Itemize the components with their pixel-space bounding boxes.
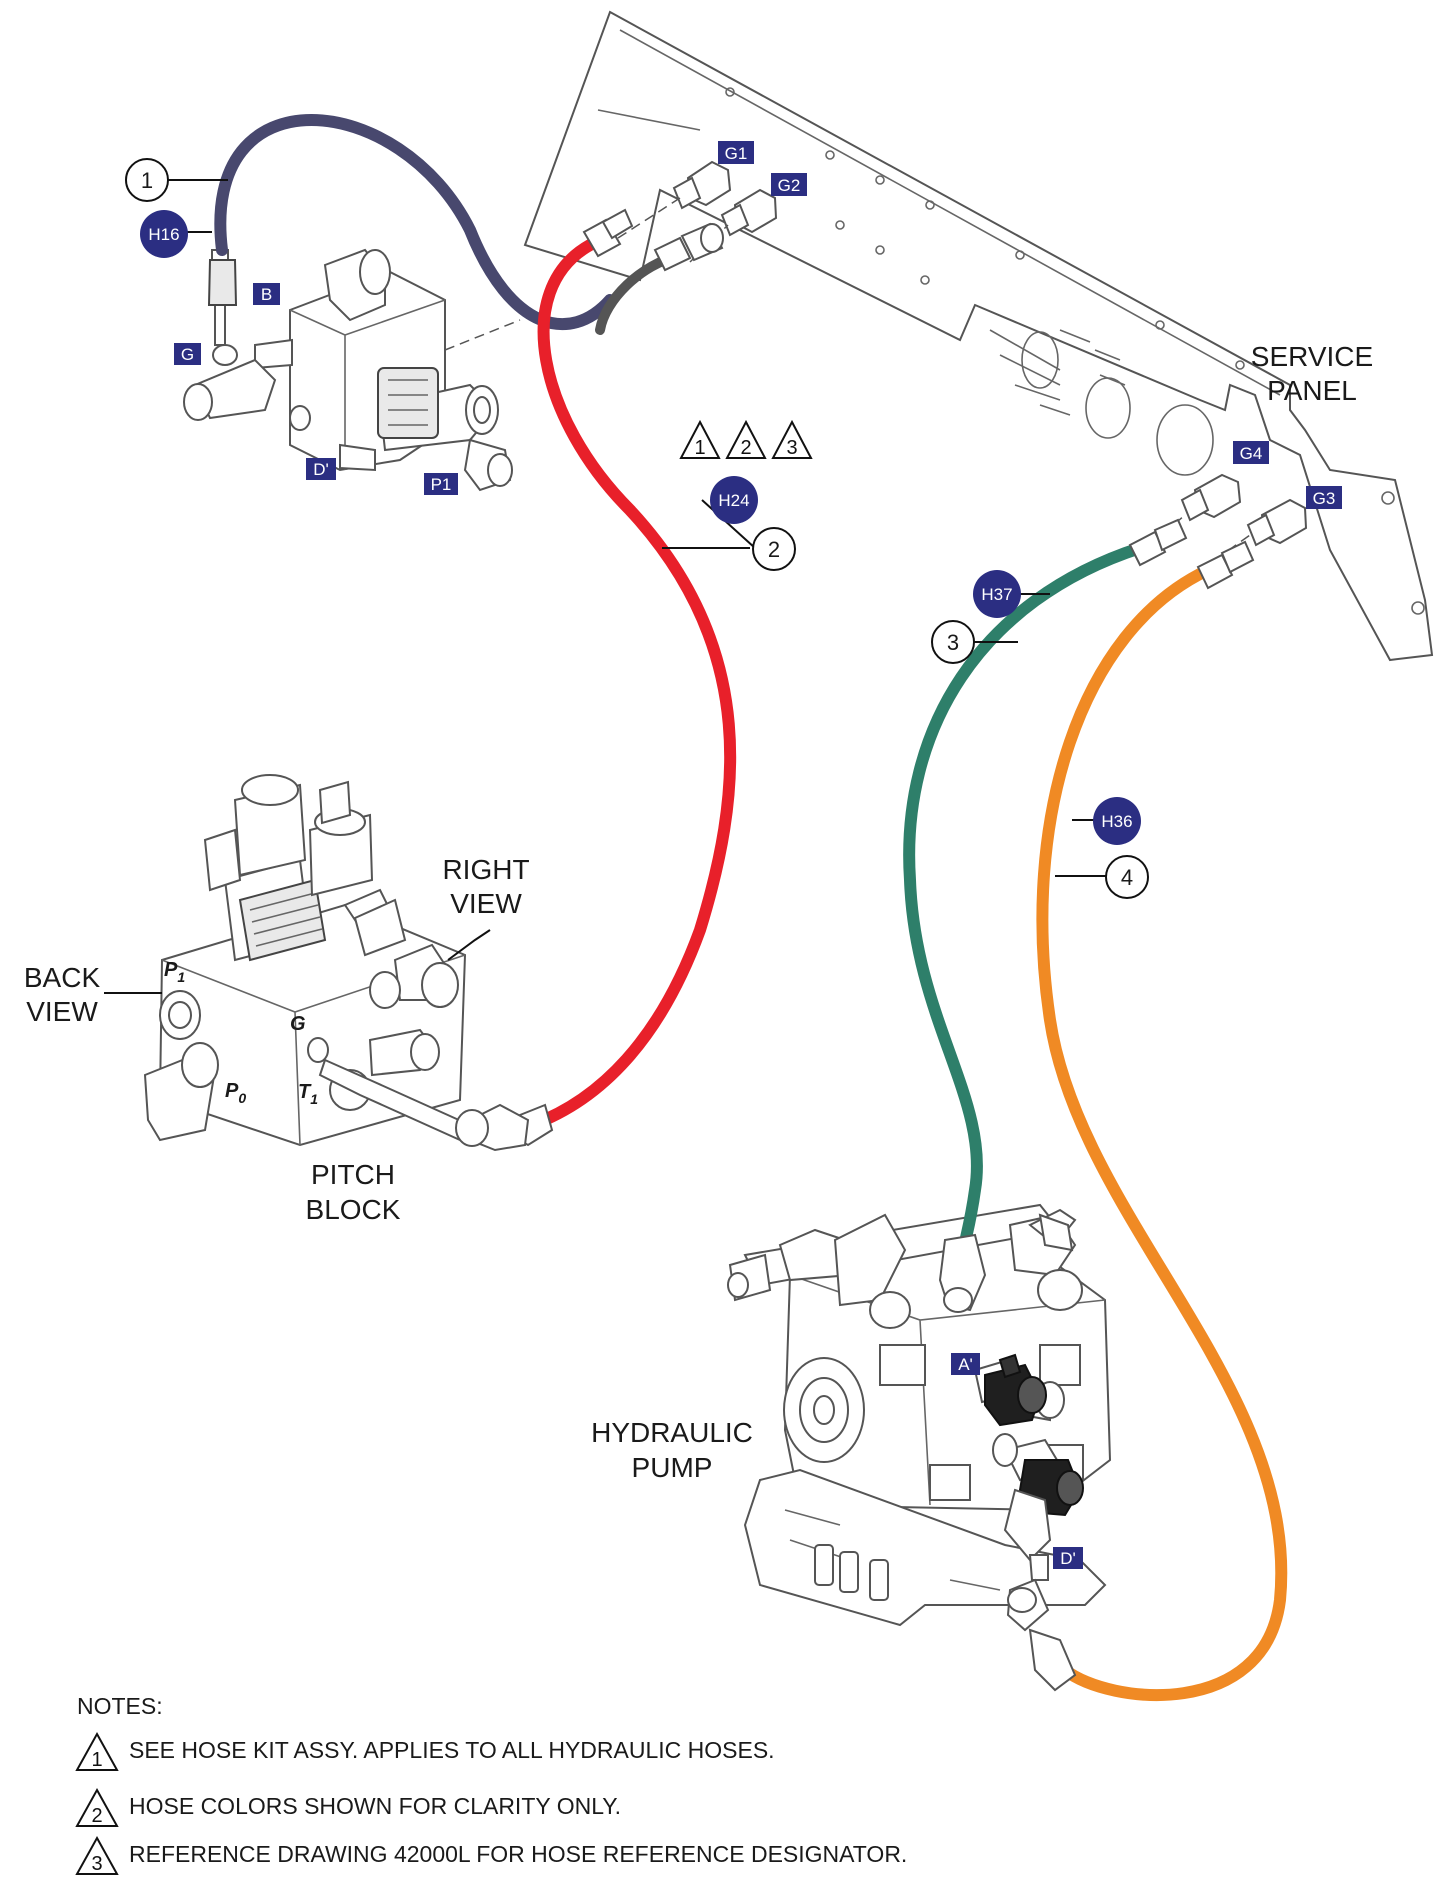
hose-3 — [903, 518, 1188, 1313]
callout-1: 1 — [125, 158, 169, 202]
note-item-2-num: 2 — [91, 1805, 102, 1827]
note-item-2: 2 HOSE COLORS SHOWN FOR CLARITY ONLY. — [75, 1787, 621, 1827]
label-back-view-line2: VIEW — [26, 996, 98, 1027]
pitch-block — [143, 774, 472, 1147]
fitting-g2 — [720, 188, 778, 237]
port-tag-b: B — [253, 283, 280, 305]
label-hydraulic-pump: HYDRAULIC PUMP — [591, 1417, 753, 1483]
port-tag-a-prime-text: A' — [958, 1355, 973, 1374]
port-tag-g3-text: G3 — [1313, 489, 1336, 508]
port-tag-d-prime-pump: D' — [1053, 1547, 1083, 1569]
note-item-3-text: REFERENCE DRAWING 42000L FOR HOSE REFERE… — [129, 1841, 907, 1867]
hose-2-branch — [595, 222, 724, 335]
hydraulic-pump — [727, 1203, 1112, 1627]
note-item-2-text: HOSE COLORS SHOWN FOR CLARITY ONLY. — [129, 1793, 621, 1819]
port-tag-g2: G2 — [771, 173, 807, 196]
badge-h36-text: H36 — [1101, 812, 1132, 831]
port-tag-d-prime-valve: D' — [306, 458, 336, 480]
badge-h16-text: H16 — [148, 225, 179, 244]
label-pitch-block-line2: BLOCK — [306, 1194, 401, 1225]
fitting-g1 — [672, 160, 732, 210]
port-tag-g-text: G — [181, 345, 194, 364]
notes-section: NOTES: 1 SEE HOSE KIT ASSY. APPLIES TO A… — [75, 1693, 907, 1875]
badge-h37: H37 — [973, 570, 1021, 618]
port-tag-g1: G1 — [718, 141, 754, 164]
mark-p1: P1 — [164, 959, 185, 985]
label-back-view-line1: BACK — [24, 962, 101, 993]
pump-fitting-a — [984, 1353, 1047, 1427]
badge-h16: H16 — [140, 210, 188, 258]
port-tag-g4-text: G4 — [1240, 444, 1263, 463]
badge-h37-text: H37 — [981, 585, 1012, 604]
label-service-panel: SERVICE PANEL — [1251, 341, 1373, 406]
note-flag-3-text: 3 — [786, 437, 797, 459]
label-pitch-block: PITCH BLOCK — [306, 1159, 401, 1225]
hose-2 — [508, 208, 737, 1147]
pitch-block-marks: P1 P0 G T1 — [164, 959, 318, 1107]
note-item-3: 3 REFERENCE DRAWING 42000L FOR HOSE REFE… — [75, 1835, 907, 1875]
port-tag-d-prime-pump-text: D' — [1060, 1549, 1076, 1568]
note-item-1: 1 SEE HOSE KIT ASSY. APPLIES TO ALL HYDR… — [75, 1731, 775, 1771]
label-pitch-block-line1: PITCH — [311, 1159, 395, 1190]
mark-t1: T1 — [298, 1081, 318, 1107]
service-panel — [523, 10, 1434, 662]
badge-h24: H24 — [710, 476, 758, 524]
port-tag-g: G — [174, 343, 201, 365]
note-item-1-num: 1 — [91, 1749, 102, 1771]
label-hydraulic-pump-line2: PUMP — [632, 1452, 713, 1483]
port-tag-g1-text: G1 — [725, 144, 748, 163]
note-item-1-text: SEE HOSE KIT ASSY. APPLIES TO ALL HYDRAU… — [129, 1737, 775, 1763]
label-back-view: BACK VIEW — [24, 962, 101, 1027]
callout-3: 3 — [931, 620, 975, 664]
port-tag-d-prime-valve-text: D' — [313, 460, 329, 479]
port-tag-g2-text: G2 — [778, 176, 801, 195]
note-flag-2-text: 2 — [740, 437, 751, 459]
label-service-panel-line2: PANEL — [1267, 375, 1357, 406]
port-tag-a-prime: A' — [951, 1353, 980, 1375]
callout-4-text: 4 — [1121, 865, 1133, 890]
badge-h24-text: H24 — [718, 491, 749, 510]
label-service-panel-line1: SERVICE — [1251, 341, 1373, 372]
label-right-view-line1: RIGHT — [442, 854, 529, 885]
pump-fitting-d — [1003, 1459, 1084, 1581]
port-tag-g3: G3 — [1306, 486, 1342, 509]
hose-4 — [1006, 540, 1288, 1701]
port-tag-p1: P1 — [424, 473, 458, 495]
port-tag-p1-text: P1 — [431, 475, 452, 494]
pitch-block-elbow — [455, 1103, 530, 1152]
note-item-3-num: 3 — [91, 1853, 102, 1875]
mark-p0: P0 — [225, 1080, 246, 1106]
mark-g: G — [290, 1013, 306, 1035]
label-right-view-line2: VIEW — [450, 888, 522, 919]
callout-2-text: 2 — [768, 537, 780, 562]
fitting-g4 — [1180, 473, 1242, 522]
callout-2: 2 — [752, 527, 796, 571]
note-flags: 1 2 3 — [679, 419, 813, 459]
callout-3-text: 3 — [947, 630, 959, 655]
hose-1 — [207, 114, 616, 330]
port-tag-b-text: B — [261, 285, 272, 304]
badge-h36: H36 — [1093, 797, 1141, 845]
notes-heading: NOTES: — [77, 1693, 163, 1719]
label-right-view: RIGHT VIEW — [442, 854, 529, 919]
note-flag-1-text: 1 — [694, 437, 705, 459]
port-tag-g4: G4 — [1233, 441, 1269, 464]
label-hydraulic-pump-line1: HYDRAULIC — [591, 1417, 753, 1448]
callout-1-text: 1 — [141, 168, 153, 193]
callout-4: 4 — [1105, 855, 1149, 899]
fitting-g3 — [1246, 498, 1308, 547]
